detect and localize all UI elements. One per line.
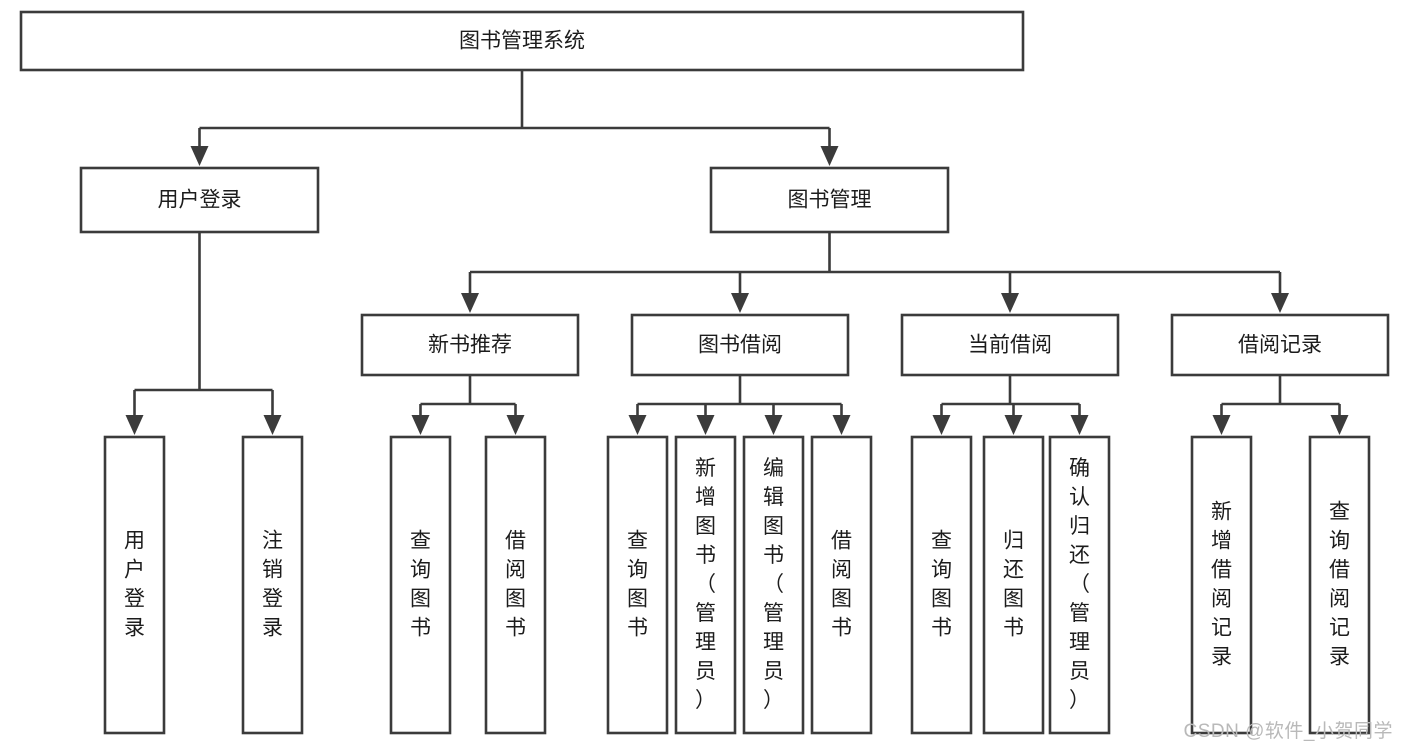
csdn-watermark: CSDN @软件_小贺同学 xyxy=(1183,721,1393,742)
node-leaf-6-rect[interactable] xyxy=(742,435,805,735)
node-leaf-11-label: 新增借阅记录 xyxy=(1211,500,1232,668)
arrow-head-icon xyxy=(696,415,715,435)
node-leaf-12-rect[interactable] xyxy=(1308,435,1371,735)
arrow-head-icon xyxy=(1004,415,1023,435)
node-leaf-6[interactable]: 编辑图书（管理员） xyxy=(742,435,805,735)
arrow-head-icon xyxy=(125,415,144,435)
node-leaf-5[interactable]: 新增图书（管理员） xyxy=(674,435,737,735)
node-leaf-11-rect[interactable] xyxy=(1190,435,1253,735)
node-level2-3-label: 借阅记录 xyxy=(1238,334,1322,357)
node-level2-0[interactable]: 新书推荐 xyxy=(360,313,580,377)
node-level1-0[interactable]: 用户登录 xyxy=(79,166,320,234)
node-root-图书管理系统[interactable]: 图书管理系统 xyxy=(19,10,1025,72)
node-level2-2-label: 当前借阅 xyxy=(968,334,1052,357)
node-leaf-9-rect[interactable] xyxy=(982,435,1045,735)
arrow-head-icon xyxy=(1070,415,1089,435)
node-level2-0-rect[interactable] xyxy=(360,313,580,377)
node-level2-0-label: 新书推荐 xyxy=(428,334,512,357)
node-level2-3[interactable]: 借阅记录 xyxy=(1170,313,1390,377)
arrow-head-icon xyxy=(263,415,282,435)
node-leaf-9[interactable]: 归还图书 xyxy=(982,435,1045,735)
node-leaf-2[interactable]: 查询图书 xyxy=(389,435,452,735)
node-leaf-8-label: 查询图书 xyxy=(931,529,952,639)
node-level2-2[interactable]: 当前借阅 xyxy=(900,313,1120,377)
node-level1-1-rect[interactable] xyxy=(709,166,950,234)
node-level1-1-label: 图书管理 xyxy=(788,189,872,212)
node-level2-2-rect[interactable] xyxy=(900,313,1120,377)
node-layer: 图书管理系统用户登录图书管理新书推荐图书借阅当前借阅借阅记录用户登录注销登录查询… xyxy=(19,10,1390,735)
arrow-head-icon xyxy=(1212,415,1231,435)
node-leaf-1-label: 注销登录 xyxy=(262,529,283,639)
arrow-head-icon xyxy=(1001,293,1019,313)
arrow-head-icon xyxy=(506,415,525,435)
node-level1-1[interactable]: 图书管理 xyxy=(709,166,950,234)
connector-layer xyxy=(125,70,1349,435)
arrow-head-icon xyxy=(411,415,430,435)
node-level2-1-label: 图书借阅 xyxy=(698,334,782,357)
node-leaf-10[interactable]: 确认归还（管理员） xyxy=(1048,435,1111,735)
node-leaf-5-label: 新增图书（管理员） xyxy=(695,457,716,712)
node-leaf-2-label: 查询图书 xyxy=(410,529,431,639)
node-leaf-4[interactable]: 查询图书 xyxy=(606,435,669,735)
node-leaf-1-rect[interactable] xyxy=(241,435,304,735)
node-leaf-0-rect[interactable] xyxy=(103,435,166,735)
node-level2-3-rect[interactable] xyxy=(1170,313,1390,377)
node-leaf-2-rect[interactable] xyxy=(389,435,452,735)
node-leaf-3-label: 借阅图书 xyxy=(505,529,526,639)
node-leaf-0[interactable]: 用户登录 xyxy=(103,435,166,735)
arrow-head-icon xyxy=(461,293,479,313)
node-leaf-12-label: 查询借阅记录 xyxy=(1329,500,1350,668)
node-level2-1-rect[interactable] xyxy=(630,313,850,377)
node-leaf-7-label: 借阅图书 xyxy=(831,529,852,639)
node-leaf-7[interactable]: 借阅图书 xyxy=(810,435,873,735)
node-leaf-1[interactable]: 注销登录 xyxy=(241,435,304,735)
node-root-图书管理系统-rect[interactable] xyxy=(19,10,1025,72)
arrow-head-icon xyxy=(764,415,783,435)
node-leaf-8[interactable]: 查询图书 xyxy=(910,435,973,735)
arrow-head-icon xyxy=(1271,293,1289,313)
node-leaf-4-label: 查询图书 xyxy=(627,529,648,639)
node-leaf-3[interactable]: 借阅图书 xyxy=(484,435,547,735)
node-leaf-5-rect[interactable] xyxy=(674,435,737,735)
arrow-head-icon xyxy=(190,146,209,166)
node-leaf-8-rect[interactable] xyxy=(910,435,973,735)
arrow-head-icon xyxy=(731,293,749,313)
node-leaf-10-rect[interactable] xyxy=(1048,435,1111,735)
arrow-head-icon xyxy=(932,415,951,435)
node-leaf-9-label: 归还图书 xyxy=(1003,529,1024,639)
arrow-head-icon xyxy=(820,146,839,166)
node-level1-0-label: 用户登录 xyxy=(158,189,242,212)
arrow-head-icon xyxy=(1330,415,1349,435)
node-leaf-7-rect[interactable] xyxy=(810,435,873,735)
arrow-head-icon xyxy=(832,415,851,435)
node-leaf-3-rect[interactable] xyxy=(484,435,547,735)
node-leaf-10-label: 确认归还（管理员） xyxy=(1069,457,1090,712)
node-leaf-0-label: 用户登录 xyxy=(124,529,145,639)
node-leaf-6-label: 编辑图书（管理员） xyxy=(763,457,784,712)
node-leaf-4-rect[interactable] xyxy=(606,435,669,735)
node-level2-1[interactable]: 图书借阅 xyxy=(630,313,850,377)
node-level1-0-rect[interactable] xyxy=(79,166,320,234)
arrow-head-icon xyxy=(628,415,647,435)
node-leaf-12[interactable]: 查询借阅记录 xyxy=(1308,435,1371,735)
node-root-图书管理系统-label: 图书管理系统 xyxy=(459,30,585,53)
node-leaf-11[interactable]: 新增借阅记录 xyxy=(1190,435,1253,735)
